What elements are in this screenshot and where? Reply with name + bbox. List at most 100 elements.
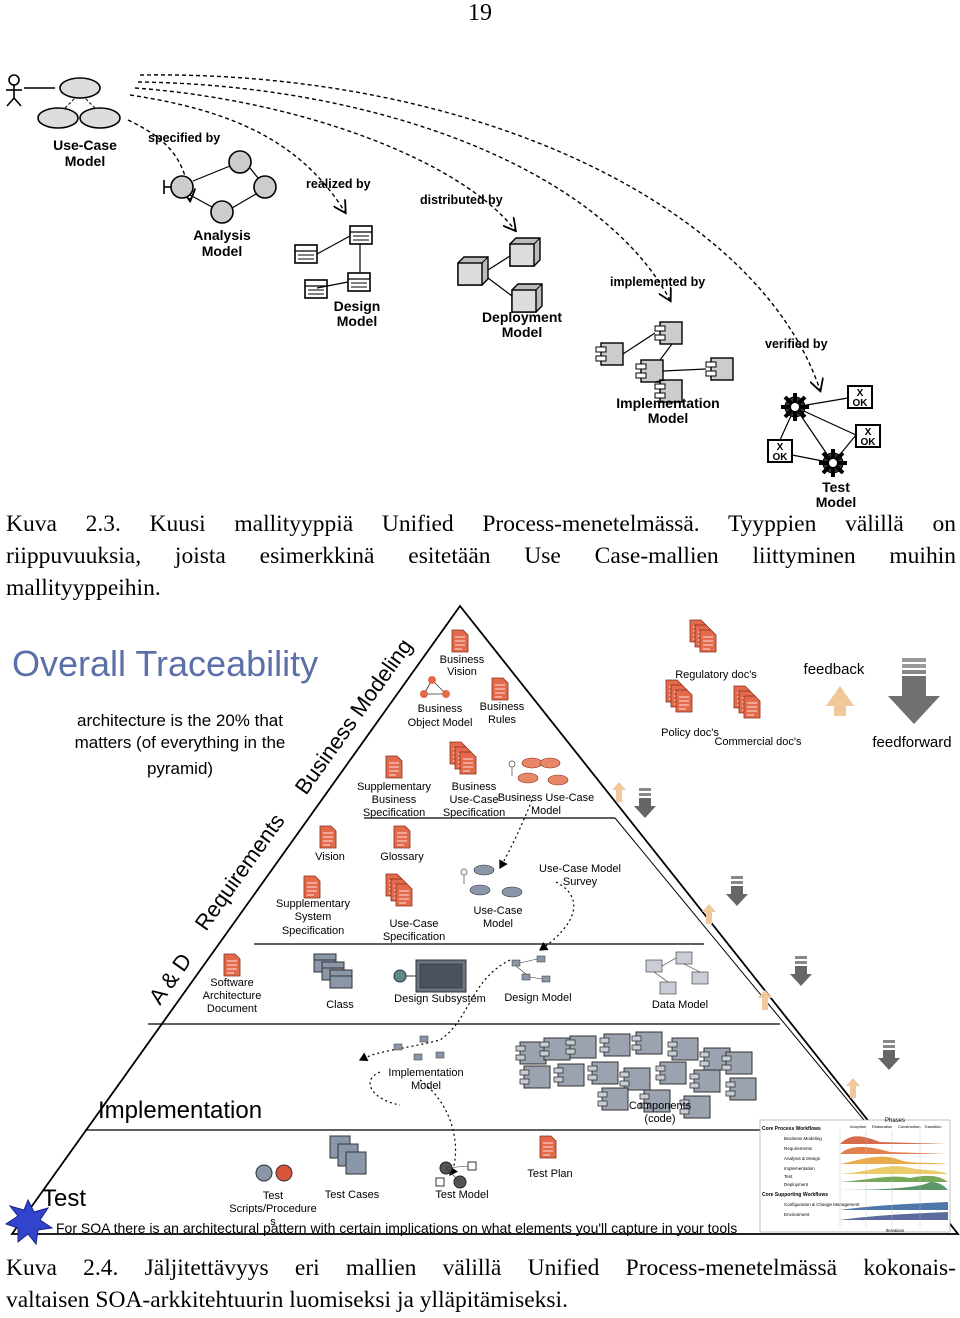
business-vision-label-2: Vision xyxy=(447,666,477,678)
policy-label: Policy doc's xyxy=(661,727,719,739)
business-object-model-label-1: Business xyxy=(418,703,463,715)
design-model: Design Model xyxy=(294,225,381,329)
implementation-model-artifact: Implementation Model xyxy=(388,1035,464,1092)
test-cases-label: Test Cases xyxy=(325,1189,380,1201)
use-case-model-artifact: Use-Case Model xyxy=(460,864,523,930)
commercial-docs: Commercial doc's xyxy=(714,686,802,748)
sad-label-2: Architecture xyxy=(203,990,262,1002)
test-model-label-1: Test xyxy=(822,479,850,495)
ok-box-2: X OK xyxy=(855,424,881,448)
use-case-model-survey-label-2: Survey xyxy=(563,876,598,888)
caption-2-4-line-1: Kuva 2.4. Jäljitettävyys eri mallien väl… xyxy=(6,1255,956,1281)
test-layer-label: Test xyxy=(42,1185,86,1212)
class-artifact: Class xyxy=(313,953,354,1011)
caption-2-3-line-3: mallityyppeihin. xyxy=(6,575,161,601)
implementation-model-label-2: Model xyxy=(648,410,688,426)
test-plan-label: Test Plan xyxy=(527,1168,572,1180)
pyramid-layer-lines xyxy=(85,817,850,1131)
business-rules-label-2: Rules xyxy=(488,714,517,726)
supplementary-system-spec-label-1: Supplementary xyxy=(276,898,350,910)
ok-x-2: X xyxy=(865,427,872,438)
ok-x-1: X xyxy=(857,388,864,399)
supplementary-business-spec-label-3: Specification xyxy=(363,807,425,819)
rup-workflow-5: Test xyxy=(784,1174,793,1179)
policy-docs: Policy doc's xyxy=(661,680,719,739)
rup-phase-3: Construction xyxy=(898,1124,920,1129)
rup-workflow-1: Business Modeling xyxy=(784,1136,822,1141)
commercial-label: Commercial doc's xyxy=(714,736,802,748)
design-subsystem-artifact: Design Subsystem xyxy=(393,959,486,1005)
rup-workflow-8: Environment xyxy=(784,1212,810,1217)
deployment-model-label-2: Model xyxy=(502,324,542,340)
implementation-layer-label: Implementation xyxy=(98,1097,262,1124)
rup-workflow-3: Analysis & Design xyxy=(784,1156,821,1161)
ok-text-1: OK xyxy=(853,398,869,409)
data-model-label: Data Model xyxy=(652,999,708,1011)
business-use-case-spec-label-2: Use-Case xyxy=(450,794,499,806)
vision-artifact: Vision xyxy=(315,825,345,863)
components-artifact: Components (code) xyxy=(515,1031,757,1125)
verified-by-label: verified by xyxy=(765,337,828,351)
design-subsystem-label: Design Subsystem xyxy=(394,993,486,1005)
glossary-artifact: Glossary xyxy=(380,825,424,863)
design-model-label-1: Design xyxy=(334,298,381,314)
components-label-1: Components xyxy=(629,1100,692,1112)
use-case-model-label-1: Use-Case xyxy=(53,137,117,153)
test-cases-artifact: Test Cases xyxy=(325,1135,380,1201)
test-model-artifact: Test Model xyxy=(435,1161,489,1201)
design-model-label: Design Model xyxy=(504,992,571,1004)
test-plan-artifact: Test Plan xyxy=(527,1135,573,1180)
supplementary-system-spec-artifact: Supplementary System Specification xyxy=(276,875,350,937)
subtitle-line-3: pyramid) xyxy=(147,759,213,778)
test-scripts-artifact: Test Scripts/Procedure s xyxy=(229,1164,317,1228)
test-scripts-label-1: Test xyxy=(263,1190,283,1202)
glossary-label: Glossary xyxy=(380,851,424,863)
test-model: X OK X OK X OK Test Model xyxy=(767,385,881,510)
use-case-model-survey-artifact: Use-Case Model Survey xyxy=(539,863,621,888)
test-scripts-label-3: s xyxy=(270,1216,276,1228)
caption-2-4-line-2: valtaisen SOA-arkkitehtuurin luomiseksi … xyxy=(6,1287,568,1313)
design-model-artifact: Design Model xyxy=(504,955,572,1004)
components-label-2: (code) xyxy=(644,1113,675,1125)
star-icon xyxy=(4,1198,54,1246)
subtitle-line-2: matters (of everything in the xyxy=(75,733,286,752)
business-use-case-model-label-1: Business Use-Case xyxy=(498,792,595,804)
rup-workflow-7: Configuration & Change Management xyxy=(784,1202,860,1207)
sad-label-1: Software xyxy=(210,977,253,989)
rup-phase-2: Elaboration xyxy=(872,1124,892,1129)
business-use-case-spec-artifact: Business Use-Case Specification xyxy=(443,742,505,819)
rup-group-support: Core Supporting Workflows xyxy=(762,1192,828,1198)
business-rules-artifact: Business Rules xyxy=(480,677,525,726)
business-use-case-spec-label-3: Specification xyxy=(443,807,505,819)
business-use-case-spec-label-1: Business xyxy=(452,781,497,793)
use-case-spec-label-1: Use-Case xyxy=(390,918,439,930)
implementation-model-label-1: Implementation xyxy=(388,1067,463,1079)
business-rules-label-1: Business xyxy=(480,701,525,713)
business-vision-label-1: Business xyxy=(440,654,485,666)
deployment-model-label-1: Deployment xyxy=(482,309,562,325)
ok-text-2: OK xyxy=(861,437,877,448)
ok-box-1: X OK xyxy=(847,385,873,409)
overall-traceability-title: Overall Traceability xyxy=(12,643,318,684)
rup-phase-4: Transition xyxy=(924,1124,941,1129)
test-scripts-label-2: Scripts/Procedure xyxy=(229,1203,316,1215)
supplementary-system-spec-label-2: System xyxy=(295,911,332,923)
implementation-model: Implementation Model xyxy=(595,321,734,426)
implementation-model-label-1: Implementation xyxy=(616,395,719,411)
feedforward-label: feedforward xyxy=(872,734,951,751)
figure-caption-2-3: Kuva 2.3. Kuusi mallityyppiä Unified Pro… xyxy=(6,508,956,604)
sad-label-3: Document xyxy=(207,1003,257,1015)
use-case-model-label-2: Model xyxy=(65,153,105,169)
feedforward-arrow-icon: feedforward xyxy=(872,658,952,751)
figure-unified-process-models: Use-Case Model specified by Analysis Mod… xyxy=(6,74,881,510)
class-label: Class xyxy=(326,999,354,1011)
supplementary-business-spec-label-1: Supplementary xyxy=(357,781,431,793)
a-and-d-label: A & D xyxy=(144,949,197,1009)
business-object-model-label-2: Object Model xyxy=(408,717,473,729)
test-model-label-2: Model xyxy=(816,494,856,510)
distributed-by-label: distributed by xyxy=(420,193,503,207)
regulatory-docs: Regulatory doc's xyxy=(675,620,757,681)
use-case-model-label-1: Use-Case xyxy=(474,905,523,917)
use-case-spec-artifact: Use-Case Specification xyxy=(383,874,445,943)
business-vision-artifact: Business Vision xyxy=(440,629,485,678)
